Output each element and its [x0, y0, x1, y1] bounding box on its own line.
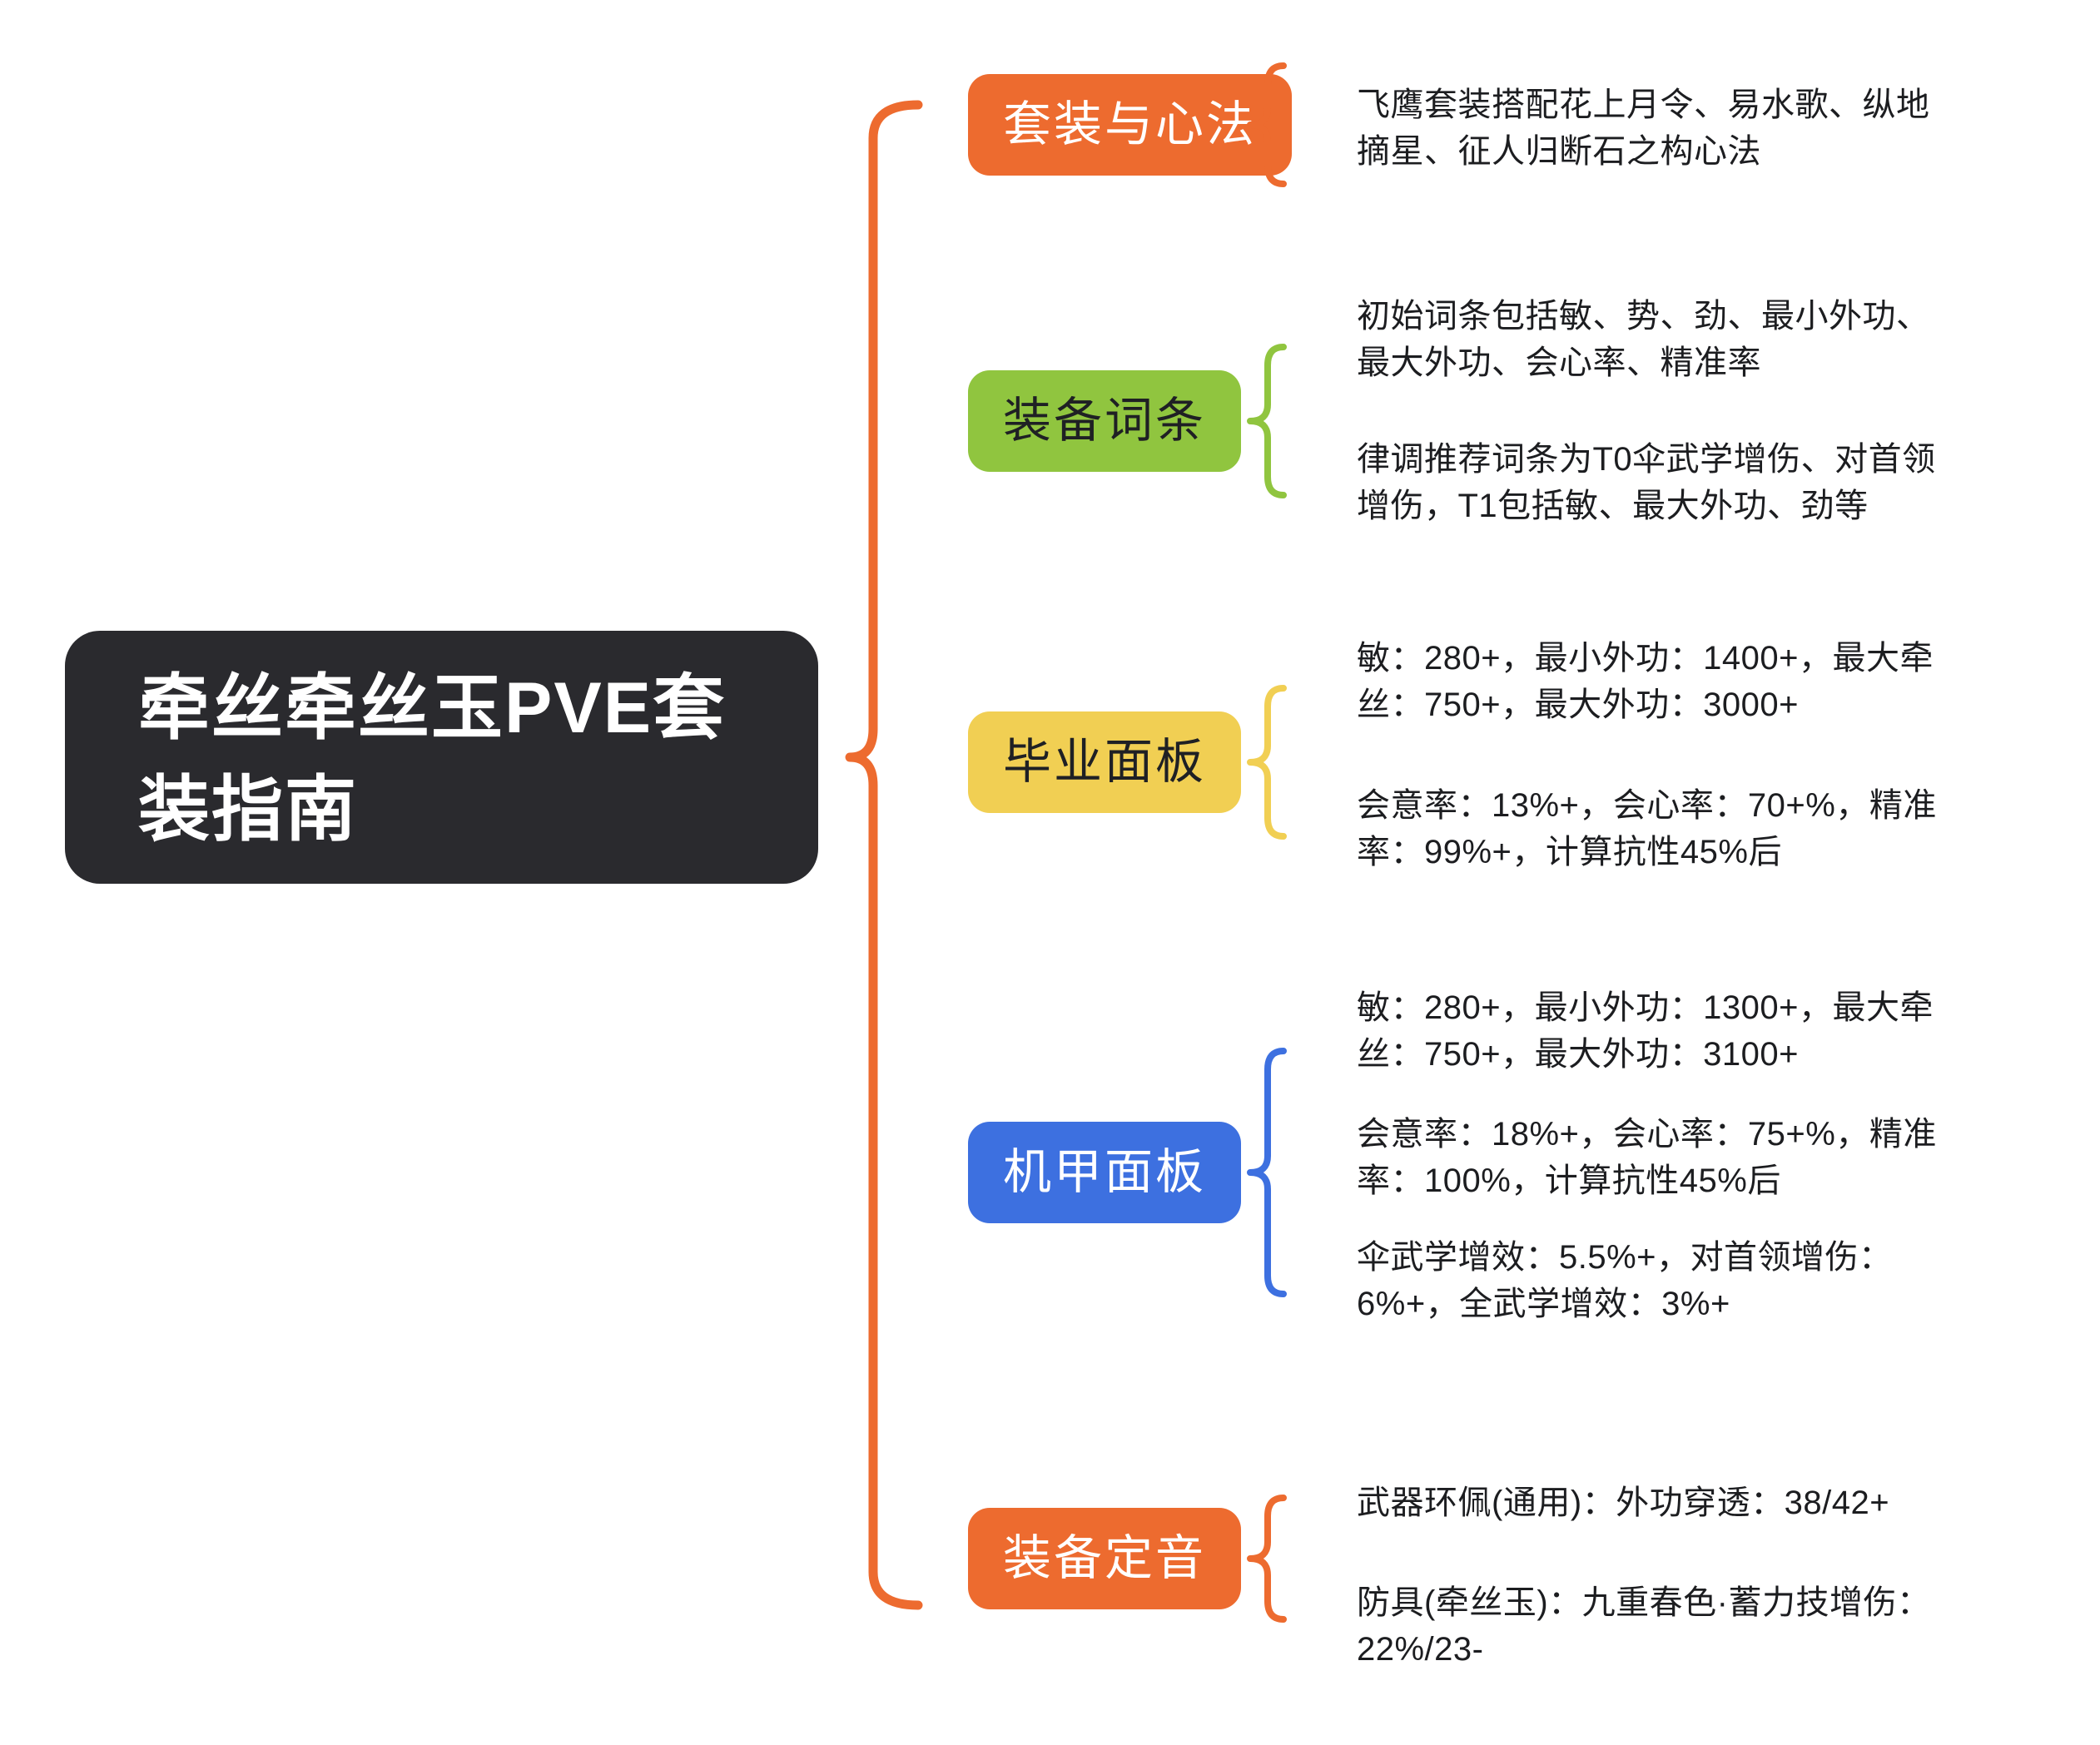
- root-brace-connector: [845, 100, 923, 1610]
- child-topic-text[interactable]: 会意率：13%+，会心率：70+%，精准 率：99%+，计算抗性45%后: [1357, 787, 1937, 870]
- branch-node-gear-affixes[interactable]: 装备词条: [968, 370, 1242, 472]
- child-topic-text[interactable]: 律调推荐词条为T0伞武学增伤、对首领 增伤，T1包括敏、最大外功、劲等: [1357, 441, 1936, 524]
- central-topic-node[interactable]: 牵丝牵丝玉PVE套 装指南: [65, 631, 818, 884]
- brace-connector-gear-final: [1247, 1495, 1287, 1623]
- branch-node-mecha-stats[interactable]: 机甲面板: [968, 1122, 1242, 1223]
- brace-connector-set-and-mindmethod: [1247, 62, 1287, 187]
- child-topic-text[interactable]: 伞武学增效：5.5%+，对首领增伤： 6%+，全武学增效：3%+: [1357, 1239, 1893, 1322]
- child-topic-text[interactable]: 会意率：18%+，会心率：75+%，精准 率：100%，计算抗性45%后: [1357, 1116, 1937, 1199]
- child-topic-text[interactable]: 飞鹰套装搭配花上月令、易水歌、纵地 摘星、征人归断石之构心法: [1357, 87, 1930, 170]
- branch-node-gear-final[interactable]: 装备定音: [968, 1508, 1242, 1609]
- brace-connector-graduation-stats: [1247, 685, 1287, 840]
- branch-node-set-and-mindmethod[interactable]: 套装与心法: [968, 74, 1293, 176]
- child-topic-text[interactable]: 武器环佩(通用)：外功穿透：38/42+: [1357, 1485, 1890, 1521]
- brace-connector-mecha-stats: [1247, 1048, 1287, 1297]
- brace-connector-gear-affixes: [1247, 344, 1287, 498]
- branch-node-graduation-stats[interactable]: 毕业面板: [968, 711, 1242, 813]
- child-topic-text[interactable]: 敏：280+，最小外功：1400+，最大牵 丝：750+，最大外功：3000+: [1357, 640, 1934, 723]
- child-topic-text[interactable]: 初始词条包括敏、势、劲、最小外功、 最大外功、会心率、精准率: [1357, 298, 1930, 381]
- child-topic-text[interactable]: 防具(牵丝玉)：九重春色·蓄力技增伤： 22%/23-: [1357, 1584, 1931, 1668]
- child-topic-text[interactable]: 敏：280+，最小外功：1300+，最大牵 丝：750+，最大外功：3100+: [1357, 989, 1934, 1073]
